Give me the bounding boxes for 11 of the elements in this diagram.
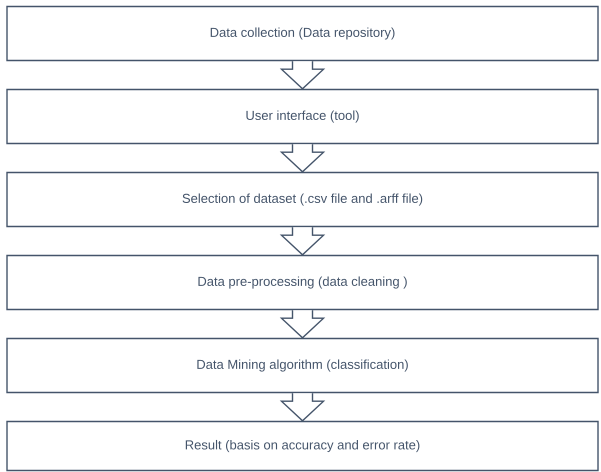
process-box: Data collection (Data repository) (6, 6, 599, 62)
block-arrow (280, 392, 326, 422)
block-arrow (280, 310, 326, 339)
process-box: Result (basis on accuracy and error rate) (6, 420, 599, 472)
process-box: Data pre-processing (data cleaning ) (6, 254, 599, 310)
block-arrow (280, 60, 326, 90)
process-box: Selection of dataset (.csv file and .arff file) (6, 172, 599, 228)
process-box: Data Mining algorithm (classification) (6, 338, 599, 394)
block-arrow (280, 226, 326, 256)
block-arrow (280, 144, 326, 173)
process-box: User interface (tool) (6, 88, 599, 144)
